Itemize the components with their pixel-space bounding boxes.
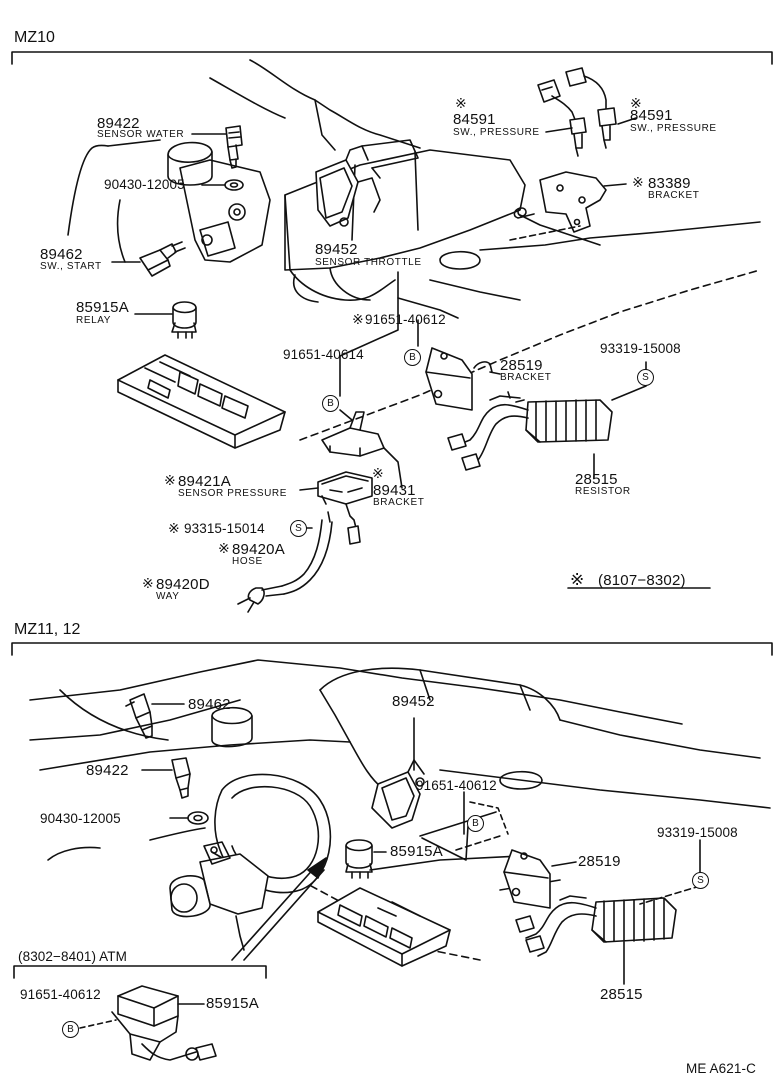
part-desc-84591a: SW., PRESSURE <box>453 127 540 138</box>
bottom-leaders <box>421 791 701 905</box>
inset-relay-85915A <box>79 985 217 1061</box>
bracket-83389 <box>509 171 627 241</box>
part-number-84591b: 84591 <box>630 107 673 124</box>
leader-84591 <box>545 117 637 133</box>
inset-frame <box>13 965 267 979</box>
way-89420D <box>237 585 285 613</box>
part-desc-89462: SW., START <box>40 261 102 272</box>
part-desc-89452: SENSOR THROTTLE <box>315 257 422 268</box>
part-number-89431: 89431 <box>373 482 416 499</box>
part-number-28519: 28519 <box>500 357 543 374</box>
part-number-90430: 90430-12005 <box>104 177 185 192</box>
bolt-tag-b-top-right: B <box>404 349 421 366</box>
bottom-bracket-28519 <box>503 849 577 909</box>
part-desc-89431: BRACKET <box>373 497 425 508</box>
bottom-washer-90430 <box>169 811 209 825</box>
star-mark-91651-612: ※ <box>352 311 364 327</box>
part-number-91651-40614: 91651-40614 <box>283 347 364 362</box>
part-number-89421A: 89421A <box>178 473 231 490</box>
throttle-sensor-89452 <box>315 139 419 227</box>
part-number-28515: 28515 <box>575 471 618 488</box>
screw-tag-s-bottom: S <box>692 872 709 889</box>
inset-title-atm: (8302−8401) ATM <box>18 949 127 964</box>
star-mark-89420D: ※ <box>142 575 154 591</box>
bottom-throttle-sensor-89452 <box>371 717 425 829</box>
applicability-range-note: (8107−8302) <box>598 572 686 589</box>
section-title-mz10: MZ10 <box>14 29 55 46</box>
part-number-89462-bottom: 89462 <box>188 696 231 713</box>
part-number-93315: 93315-15014 <box>184 521 265 536</box>
star-mark-84591a: ※ <box>455 95 467 111</box>
hose-89420A <box>281 511 333 595</box>
bracket-89431 <box>321 411 403 489</box>
star-mark-89420A: ※ <box>218 540 230 556</box>
part-number-85915A: 85915A <box>76 299 129 316</box>
star-mark-84591b: ※ <box>630 95 642 111</box>
bolt-tag-b-inset: B <box>62 1021 79 1038</box>
bottom-section-frame <box>11 642 773 656</box>
part-number-91651-bottom: 91651-40612 <box>416 778 497 793</box>
bolt-tag-b-bottom: B <box>467 815 484 832</box>
relay-85915A <box>134 301 197 339</box>
part-desc-84591b: SW., PRESSURE <box>630 123 717 134</box>
part-number-93319-top: 93319-15008 <box>600 341 681 356</box>
pressure-switch-84591-right <box>565 67 617 149</box>
part-number-89452: 89452 <box>315 241 358 258</box>
star-mark-89431: ※ <box>372 465 384 481</box>
bottom-water-sensor-89422 <box>141 757 191 799</box>
part-number-28519-bottom: 28519 <box>578 853 621 870</box>
water-sensor-89422 <box>191 125 243 169</box>
part-number-85915A-bottom: 85915A <box>390 843 443 860</box>
section-title-mz11-12: MZ11, 12 <box>14 621 81 638</box>
star-mark-range: ※ <box>570 570 585 589</box>
star-mark-93315: ※ <box>168 520 180 536</box>
bottom-relay-85915A <box>345 839 387 879</box>
star-mark-83389: ※ <box>632 174 644 190</box>
part-desc-83389: BRACKET <box>648 190 700 201</box>
bolt-tag-b-top-left: B <box>322 395 339 412</box>
part-desc-28519: BRACKET <box>500 372 552 383</box>
screw-tag-s-top-right: S <box>637 369 654 386</box>
part-number-89420A: 89420A <box>232 541 285 558</box>
top-section-frame <box>11 51 773 65</box>
part-number-83389: 83389 <box>648 175 691 192</box>
part-number-93319-bottom: 93319-15008 <box>657 825 738 840</box>
bottom-resistor-28515 <box>515 895 677 985</box>
screw-tag-s-sensor: S <box>290 520 307 537</box>
bottom-relay-block <box>317 887 451 967</box>
pressure-sensor-89421A <box>299 471 373 545</box>
part-number-89452-bottom: 89452 <box>392 693 435 710</box>
part-number-89422-bottom: 89422 <box>86 762 129 779</box>
part-number-84591a: 84591 <box>453 111 496 128</box>
start-switch-89462 <box>111 241 186 277</box>
bracket-28519 <box>425 347 501 411</box>
resistor-28515 <box>447 391 613 471</box>
part-desc-89420D: WAY <box>156 591 180 602</box>
part-number-90430-bottom: 90430-12005 <box>40 811 121 826</box>
part-desc-relay: RELAY <box>76 315 112 326</box>
part-desc-28515: RESISTOR <box>575 486 631 497</box>
part-number-28515-bottom: 28515 <box>600 986 643 1003</box>
part-number-85915A-inset: 85915A <box>206 995 259 1012</box>
top-leaders <box>297 271 711 589</box>
part-number-91651-40612: 91651-40612 <box>365 312 446 327</box>
part-number-89420D: 89420D <box>156 576 210 593</box>
star-mark-89421A: ※ <box>164 472 176 488</box>
part-desc-89421A: SENSOR PRESSURE <box>178 488 288 499</box>
pressure-switch-84591-left <box>537 79 587 157</box>
relay-block-top <box>117 354 286 449</box>
bottom-sw-start-89462 <box>125 693 185 739</box>
washer-90430 <box>201 179 244 191</box>
part-number-89462: 89462 <box>40 246 83 263</box>
inset-arrow <box>231 857 327 961</box>
bottom-throttle-body <box>169 773 332 951</box>
part-number-91651-inset: 91651-40612 <box>20 987 101 1002</box>
part-number-89422: 89422 <box>97 115 140 132</box>
part-desc-89422: SENSOR WATER <box>97 129 185 140</box>
diagram-reference-code: ME A621-C <box>686 1061 756 1076</box>
part-desc-89420A: HOSE <box>232 556 263 567</box>
